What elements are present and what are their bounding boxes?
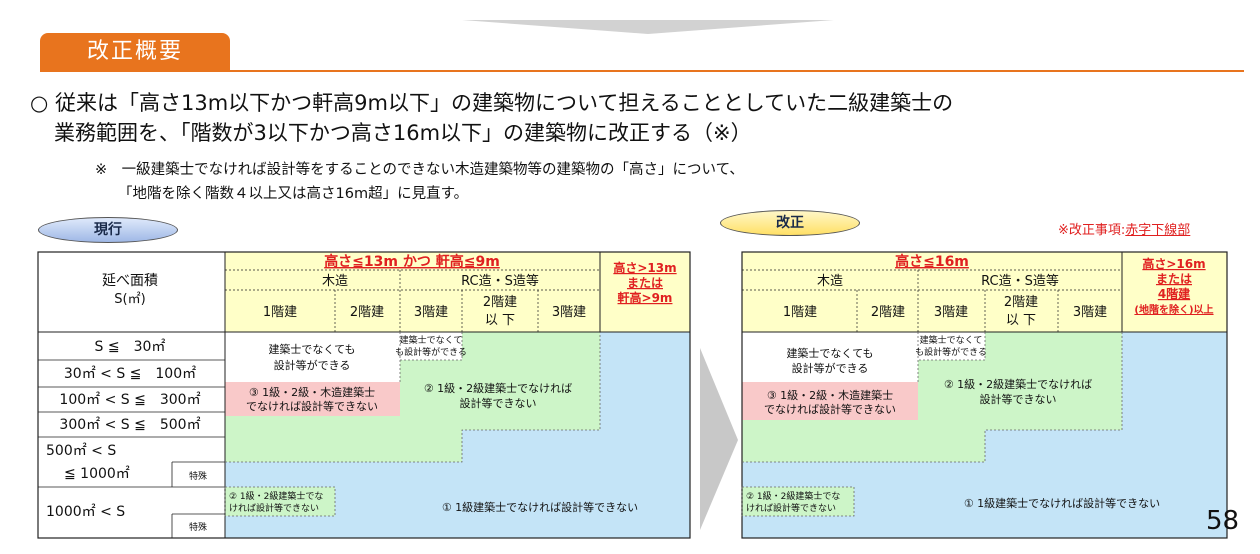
row-label-2: 30㎡ < S ≦ 100㎡ (64, 366, 196, 382)
zone-class12-small-current-1: ② 1級・2級建築士でな (229, 490, 323, 502)
tall-header-revised-3: 4階建 (1158, 286, 1191, 301)
rc-header-revised: RC造・S造等 (981, 273, 1059, 289)
note-line-1: ※ 一級建築士でなければ設計等をすることのできない木造建築物等の建築物の「高さ」… (95, 162, 744, 178)
zone-class123-current-1: ③ 1級・2級・木造建築士 (249, 385, 375, 399)
tall-header-current-3: 軒高>9m (618, 290, 673, 305)
special-label-5: 特殊 (189, 470, 207, 482)
row-label-4: 300㎡ < S ≦ 500㎡ (59, 417, 200, 433)
rc-story3-current: 3階建 (552, 305, 586, 320)
legend-prefix: ※改正事項: (1058, 223, 1126, 238)
rc-low-current-1: 2階建 (483, 295, 517, 310)
tall-header-revised-4: (地階を除く)以上 (1134, 303, 1213, 316)
zone-class123-revised (742, 382, 918, 420)
section-title: 改正概要 (86, 39, 183, 64)
zone-class123-current-2: でなければ設計等できない (246, 399, 378, 413)
story3-current: 3階建 (414, 305, 448, 320)
zone-no-architect-revised-2: 設計等ができる (792, 361, 869, 375)
zone-no-architect-current (225, 332, 400, 382)
section-tab: 改正概要 (40, 33, 230, 71)
wood-header-current: 木造 (322, 274, 348, 289)
story1-revised: 1階建 (783, 305, 817, 320)
rc-low-revised-2: 以 下 (1006, 313, 1036, 328)
zone-class12-revised (742, 332, 1122, 462)
zone-small-no-architect-revised (918, 332, 985, 360)
zone-class1-revised-label: ① 1級建築士でなければ設計等できない (964, 496, 1160, 510)
height-header-revised: 高さ≦16m (895, 253, 969, 270)
zone-small-revised-1: 建築士でなくて (920, 334, 983, 346)
current-label: 現行 (38, 217, 178, 243)
tall-header-current-2: または (627, 276, 663, 290)
tall-header-current-1: 高さ>13m (613, 260, 676, 275)
height-header-current: 高さ≦13m かつ 軒高≦9m (324, 253, 500, 270)
story3-revised: 3階建 (934, 305, 968, 320)
top-chevron-icon (462, 20, 834, 34)
rc-header-current: RC造・S造等 (461, 273, 539, 289)
rc-story3-revised: 3階建 (1073, 305, 1107, 320)
story2-current: 2階建 (350, 305, 384, 320)
row-label-5a: 500㎡ < S (46, 443, 116, 459)
zone-class123-revised-2: でなければ設計等できない (764, 402, 896, 416)
area-unit-current: S(㎡) (114, 292, 145, 307)
zone-class12-revised-2: 設計等できない (980, 392, 1057, 406)
zone-class123-revised-1: ③ 1級・2級・木造建築士 (767, 388, 893, 402)
tall-header-revised-2: または (1156, 272, 1192, 286)
zone-class12-revised-1: ② 1級・2級建築士でなければ (944, 377, 1092, 391)
zone-no-architect-current-2: 設計等ができる (274, 358, 351, 372)
story2-revised: 2階建 (871, 305, 905, 320)
wood-header-revised: 木造 (817, 274, 843, 289)
area-header-current: 延べ面積 (102, 273, 158, 289)
story1-current: 1階建 (263, 305, 297, 320)
legend-emphasis: 赤字下線部 (1125, 223, 1191, 238)
summary-line-2: 業務範囲を、「階数が3以下かつ高さ16m以下」の建築物に改正する（※） (54, 121, 752, 145)
rc-low-revised-1: 2階建 (1004, 295, 1038, 310)
zone-class12-small-revised (742, 487, 854, 516)
summary-line-1: ○ 従来は「高さ13m以下かつ軒高9m以下」の建築物について担えることとしていた… (30, 91, 954, 115)
zone-small-no-architect-current (400, 332, 462, 360)
zone-class12-small-current-2: ければ設計等できない (229, 502, 319, 514)
arrow-right-icon (700, 348, 738, 530)
zone-no-architect-revised-1: 建築士でなくても (786, 346, 873, 360)
rc-low-current-2: 以 下 (485, 313, 515, 328)
zone-class12-small-current (225, 487, 335, 516)
zone-class12-current-1: ② 1級・2級建築士でなければ (424, 381, 572, 395)
special-label-6: 特殊 (189, 521, 207, 533)
zone-no-architect-current-1: 建築士でなくても (268, 342, 355, 356)
section-rule (40, 70, 1244, 72)
tall-header-revised-1: 高さ>16m (1142, 256, 1205, 271)
zone-class12-small-revised-2: ければ設計等できない (746, 502, 836, 514)
page-number: 58 (1206, 506, 1240, 536)
header-band-revised (742, 252, 1227, 332)
zone-small-current-1: 建築士でなくて (400, 334, 463, 346)
row-label-1: S ≦ 30㎡ (95, 339, 166, 355)
zone-class12-current-2: 設計等できない (460, 396, 537, 410)
row-label-5b: ≦ 1000㎡ (64, 466, 130, 482)
header-band-current (225, 252, 690, 332)
revised-label: 改正 (720, 210, 860, 236)
row-label-3: 100㎡ < S ≦ 300㎡ (59, 392, 200, 408)
zone-no-architect-revised (742, 332, 918, 382)
row-label-6: 1000㎡ < S (46, 504, 125, 520)
note-line-2: 「地階を除く階数４以上又は高さ16m超」に見直す。 (118, 186, 469, 202)
zone-class12-current (225, 332, 600, 462)
zone-class12-small-revised-1: ② 1級・2級建築士でな (746, 490, 840, 502)
zone-small-revised-2: も設計等ができる (915, 346, 987, 358)
table-current: 延べ面積 S(㎡) 高さ≦13m かつ 軒高≦9m 木造 RC造・S造等 1階建… (37, 251, 691, 539)
zone-class1-current-label: ① 1級建築士でなければ設計等できない (442, 500, 638, 514)
table-revised: 高さ≦16m 木造 RC造・S造等 1階建 2階建 3階建 2階建 以 下 3階… (741, 251, 1228, 539)
zone-small-current-2: も設計等ができる (395, 346, 467, 358)
legend-note: ※改正事項:赤字下線部 (1058, 219, 1190, 238)
